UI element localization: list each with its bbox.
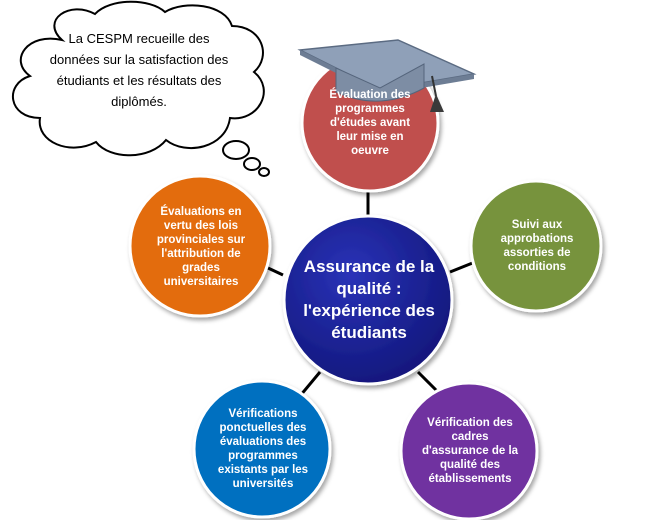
- node-right-label: Suivi aux approbations assorties de cond…: [500, 219, 574, 273]
- node-top-label: Évaluation des programmes d'études avant…: [329, 89, 411, 157]
- node-bottom-right-label: Vérification des cadres d'assurance de l…: [421, 417, 519, 485]
- node-left-circle: [128, 174, 272, 318]
- connector-right: [449, 260, 476, 274]
- thought-bubble-text: La CESPM recueille des données sur la sa…: [49, 31, 229, 109]
- center-label: Assurance de la qualité : l'expérience d…: [303, 257, 435, 342]
- connector-left: [267, 266, 284, 277]
- node-bottom-right-circle: [399, 381, 539, 520]
- node-bottom-left-label: Vérifications ponctuelles des évaluation…: [217, 408, 309, 490]
- node-right-circle: [469, 179, 603, 313]
- connector-bottom-right: [416, 370, 440, 394]
- connector-bottom-left: [298, 371, 322, 397]
- node-bottom-left-circle: [192, 379, 332, 519]
- graduation-cap-icon: [297, 39, 477, 112]
- thought-bubble: [12, 0, 270, 177]
- center-circle: [282, 214, 454, 386]
- node-left-label: Évaluations en vertu des lois provincial…: [156, 206, 246, 288]
